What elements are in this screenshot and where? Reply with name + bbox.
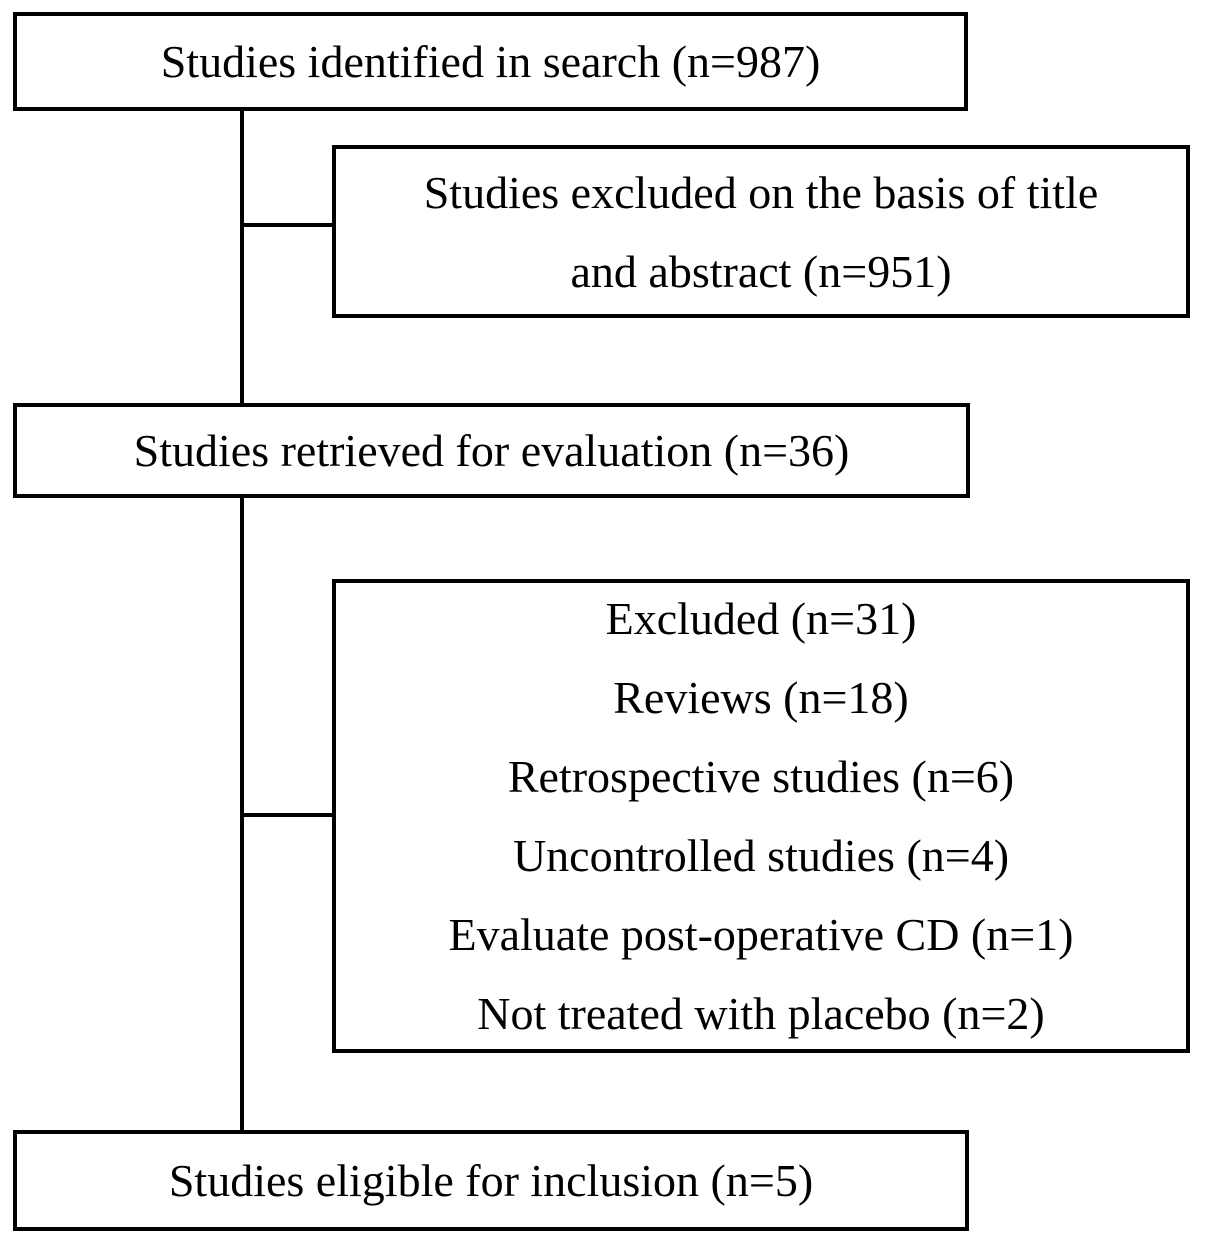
box-studies-retrieved: Studies retrieved for evaluation (n=36) [13,403,970,498]
box-studies-eligible-label: Studies eligible for inclusion (n=5) [168,1155,814,1206]
excluded-evaluation-line: Retrospective studies (n=6) [507,751,1015,802]
connector-branch-to-excluded-screening [244,223,332,227]
excluded-evaluation-line: Excluded (n=31) [605,593,917,644]
box-excluded-title-abstract: Studies excluded on the basis of title a… [332,145,1190,318]
connector-branch-to-excluded-eval [244,813,332,817]
box-studies-identified: Studies identified in search (n=987) [13,12,968,111]
connector-vertical-identified-to-retrieved [240,111,244,403]
box-excluded-title-abstract-line: and abstract (n=951) [570,245,952,297]
box-excluded-title-abstract-line: Studies excluded on the basis of title [423,166,1099,218]
connector-vertical-retrieved-to-eligible [240,498,244,1130]
excluded-evaluation-line: Uncontrolled studies (n=4) [512,830,1010,881]
box-studies-eligible: Studies eligible for inclusion (n=5) [13,1130,969,1231]
box-studies-retrieved-label: Studies retrieved for evaluation (n=36) [133,425,850,476]
box-excluded-evaluation: Excluded (n=31) Reviews (n=18) Retrospec… [332,579,1190,1053]
box-studies-identified-label: Studies identified in search (n=987) [160,36,821,87]
excluded-evaluation-line: Reviews (n=18) [613,672,909,723]
excluded-evaluation-line: Evaluate post-operative CD (n=1) [448,909,1074,960]
excluded-evaluation-line: Not treated with placebo (n=2) [477,988,1045,1039]
